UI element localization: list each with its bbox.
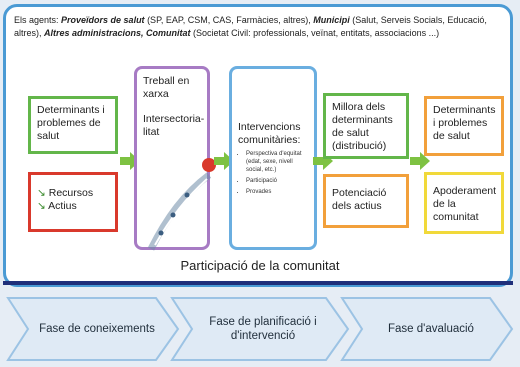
- resources-row: ↘ Recursos: [37, 187, 109, 200]
- treball-box: Treball en xarxa Intersectoria-litat: [134, 66, 216, 251]
- intersectorialitat-label: Intersectoria-litat: [143, 113, 205, 138]
- check-icon: ↘: [37, 187, 46, 199]
- phase-1-shape: [6, 297, 180, 361]
- treball-label: Treball en xarxa: [143, 75, 190, 100]
- phase-3-shape: [340, 297, 514, 361]
- agents-group-1: Proveïdors de salut: [61, 15, 145, 25]
- intervencions-item: Perspectiva d'equitat (edat, sexe, nivel…: [246, 150, 308, 174]
- agents-detail-1: (SP, EAP, CSM, CAS, Farmàcies, altres),: [144, 15, 314, 25]
- apoderament-label: Apoderament de la comunitat: [433, 185, 497, 223]
- determinants-left-label: Determinants i problemes de salut: [37, 104, 105, 142]
- potenciacio-label: Potenciació dels actius: [332, 187, 387, 212]
- phase-3-label: Fase d'avaluació: [388, 323, 474, 335]
- potenciacio-box: Potenciació dels actius: [323, 174, 409, 228]
- agents-detail-3: (Societat Civil: professionals, veïnat, …: [190, 28, 440, 38]
- intervencions-title: Intervencions comunitàries:: [238, 121, 301, 146]
- phase-2-shape: [170, 297, 350, 361]
- agents-text: Els agents: Proveïdors de salut (SP, EAP…: [14, 14, 504, 40]
- agents-group-2: Municipi: [313, 15, 350, 25]
- participacio-label: Participació de la comunitat: [180, 258, 340, 273]
- phase-2: Fase de planificació i d'intervenció: [170, 296, 350, 362]
- intervencions-item: Provades: [246, 188, 308, 196]
- determinants-left-box: Determinants i problemes de salut: [28, 96, 118, 154]
- phase-2-label: Fase de planificació i d'intervenció: [209, 316, 317, 342]
- apoderament-box: Apoderament de la comunitat: [424, 172, 504, 234]
- phase-1-label: Fase de coneixements: [39, 323, 155, 335]
- intervencions-list: Perspectiva d'equitat (edat, sexe, nivel…: [238, 150, 308, 196]
- agents-prefix: Els agents:: [14, 15, 62, 25]
- phase-1: Fase de coneixements: [6, 296, 180, 362]
- agents-group-3: Altres administracions, Comunitat: [44, 28, 191, 38]
- determinants-right-box: Determinants i problemes de salut: [424, 96, 504, 156]
- network-illustration: [147, 158, 216, 251]
- millora-box: Millora dels determinants de salut (dist…: [323, 93, 409, 159]
- intervencions-item: Participació: [246, 177, 308, 185]
- actius-label: Actius: [48, 200, 77, 212]
- recursos-label: Recursos: [48, 187, 94, 199]
- phase-3: Fase d'avaluació: [340, 296, 516, 362]
- agents-detail-2: (Salut, Serveis Socials, Educació, altre…: [14, 15, 487, 38]
- check-icon: ↘: [37, 200, 46, 212]
- millora-label: Millora dels determinants de salut (dist…: [332, 101, 393, 152]
- participation-bar: [3, 281, 513, 285]
- determinants-right-label: Determinants i problemes de salut: [433, 104, 496, 142]
- intervencions-box: Intervencions comunitàries: Perspectiva …: [229, 66, 317, 250]
- actius-row: ↘ Actius: [37, 200, 109, 213]
- resources-box: ↘ Recursos ↘ Actius: [28, 172, 118, 232]
